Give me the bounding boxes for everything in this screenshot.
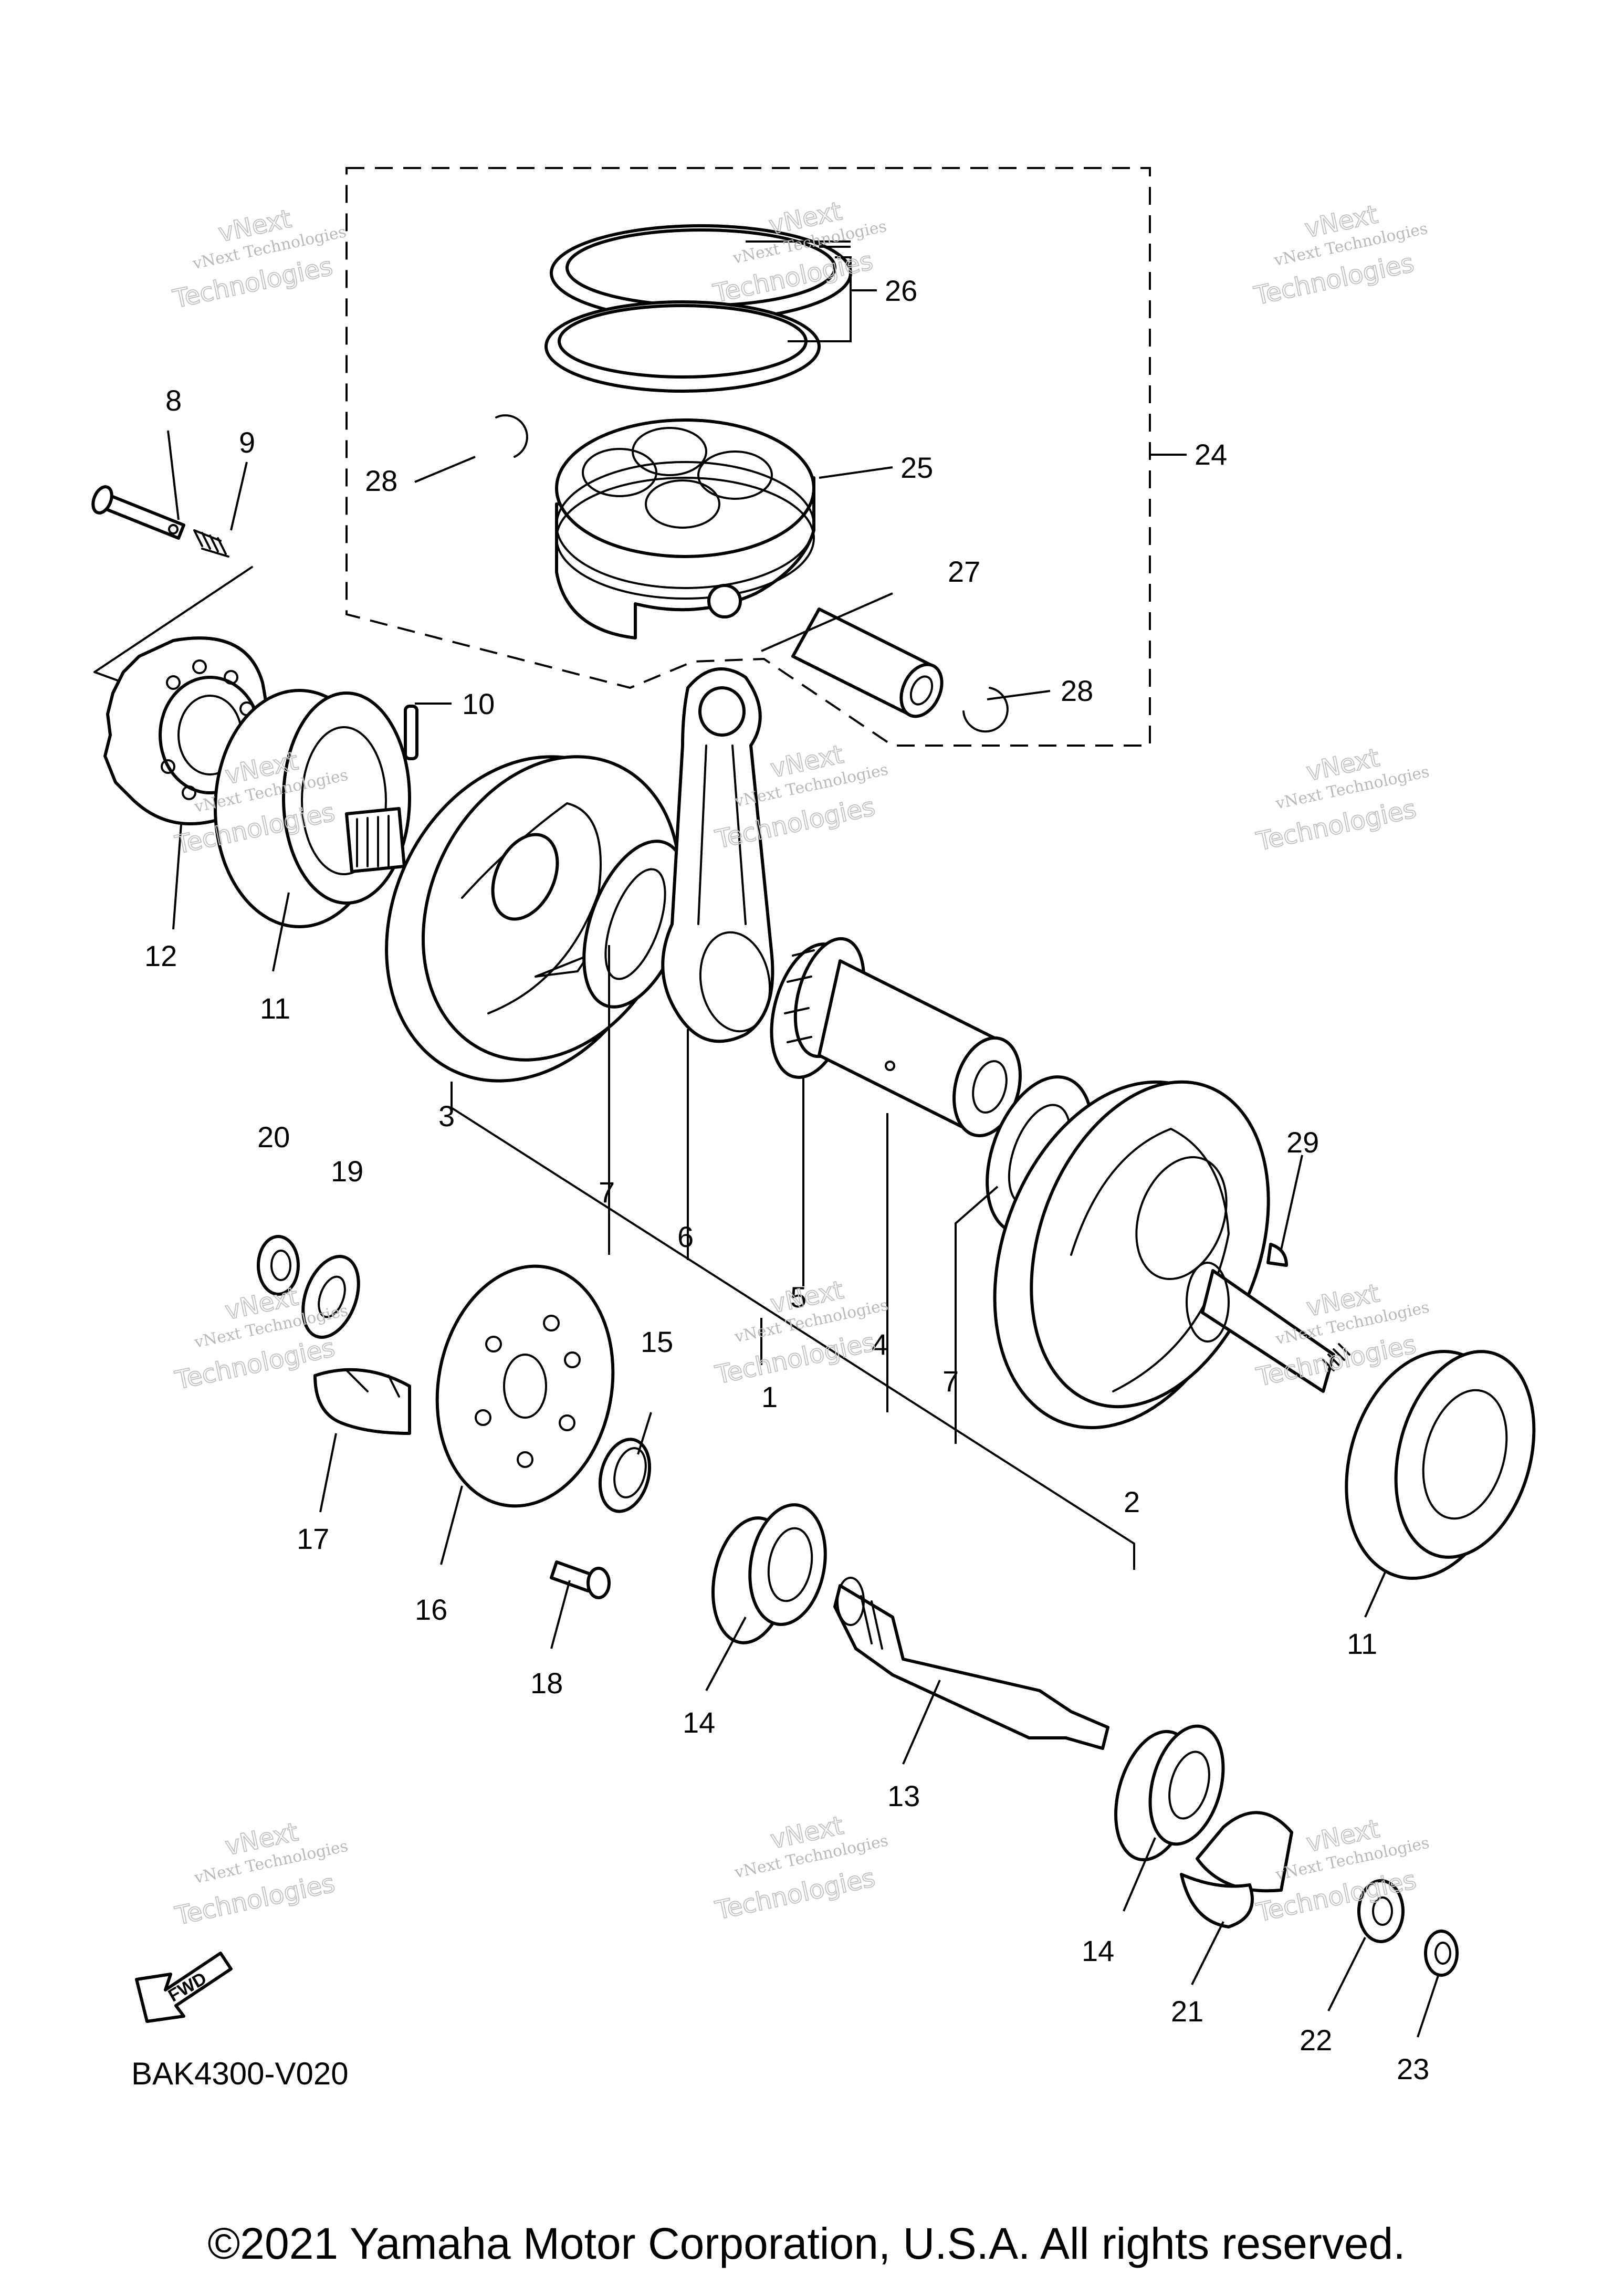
crank-pin	[818, 959, 1022, 1138]
nut-20	[257, 1235, 300, 1296]
pin-8	[91, 485, 185, 540]
callout-21: 21	[1171, 1995, 1203, 2028]
callout-10: 10	[462, 687, 495, 720]
callout-28b: 28	[1061, 674, 1093, 707]
balancer-weight-17	[313, 1368, 411, 1435]
watermark-11: vNext vNext Technologies Technologies	[712, 1810, 890, 1926]
bearing-11-right	[1345, 1349, 1536, 1580]
callout-5: 5	[790, 1281, 806, 1314]
callout-4: 4	[872, 1328, 888, 1361]
callout-9: 9	[239, 426, 255, 459]
washer-19	[301, 1255, 360, 1339]
collar-15	[598, 1438, 652, 1513]
callout-14b: 14	[1082, 1934, 1114, 1967]
piston-rings	[544, 224, 852, 393]
copyright-notice: ©2021 Yamaha Motor Corporation, U.S.A. A…	[207, 2219, 1406, 2268]
circlip-top	[495, 414, 528, 458]
callout-8: 8	[165, 384, 182, 417]
callout-25: 25	[900, 451, 933, 484]
balancer-shaft	[833, 1577, 1109, 1750]
balancer-weight-21	[1180, 1811, 1293, 1928]
piston-group-dashed-box	[345, 167, 1151, 747]
callout-15: 15	[641, 1325, 673, 1358]
leader-lines	[167, 240, 1440, 2038]
bearing-14-lower	[1114, 1724, 1225, 1862]
callout-2: 2	[1124, 1485, 1140, 1518]
callout-1: 1	[761, 1380, 778, 1413]
connecting-rod	[661, 667, 774, 1043]
watermark-10: vNext vNext Technologies Technologies	[172, 1817, 350, 1932]
callout-12: 12	[144, 939, 177, 972]
watermark-3: vNext vNext Technologies Technologies	[1251, 199, 1430, 311]
woodruff-key	[1266, 1243, 1288, 1267]
callout-17: 17	[297, 1522, 329, 1555]
watermark-6: vNext vNext Technologies Technologies	[1253, 742, 1431, 857]
callout-16: 16	[415, 1593, 447, 1626]
callout-3: 3	[438, 1099, 455, 1133]
callout-14a: 14	[683, 1706, 715, 1739]
callout-11b: 11	[1347, 1627, 1377, 1660]
callouts: 1 2 3 4 5 6 7 7 8 9 10 11 11 12 13 14 14…	[144, 274, 1429, 2085]
watermark-5: vNext vNext Technologies Technologies	[712, 739, 890, 855]
callout-23: 23	[1397, 2052, 1429, 2085]
callout-6: 6	[677, 1220, 694, 1253]
spring-9	[193, 529, 229, 558]
callout-19: 19	[331, 1155, 363, 1188]
washer-22	[1357, 1879, 1405, 1943]
piston-pin	[791, 607, 944, 718]
callout-18: 18	[530, 1666, 563, 1700]
balancer-drive-gear	[435, 1264, 615, 1508]
callout-26: 26	[885, 274, 917, 307]
nut-23	[1424, 1930, 1459, 1977]
callout-7b: 7	[942, 1365, 959, 1398]
callout-11a: 11	[260, 992, 290, 1025]
watermark-1: vNext vNext Technologies Technologies	[170, 204, 348, 315]
bearing-14-upper	[711, 1503, 827, 1644]
callout-20: 20	[257, 1120, 290, 1154]
callout-24: 24	[1195, 438, 1227, 471]
callout-28a: 28	[365, 464, 397, 497]
callout-29: 29	[1286, 1126, 1319, 1159]
callout-7a: 7	[599, 1176, 615, 1209]
bolt-18	[550, 1560, 611, 1599]
fwd-arrow-icon: FWD	[135, 1952, 233, 2023]
crank-wheel-right	[993, 1080, 1350, 1430]
callout-13: 13	[887, 1779, 920, 1812]
callout-22: 22	[1300, 2024, 1332, 2057]
dowel-pin-10	[404, 705, 418, 760]
diagram-code: BAK4300-V020	[131, 2056, 349, 2091]
circlip-bottom	[962, 687, 1009, 733]
piston	[555, 418, 815, 639]
callout-27: 27	[948, 555, 980, 588]
